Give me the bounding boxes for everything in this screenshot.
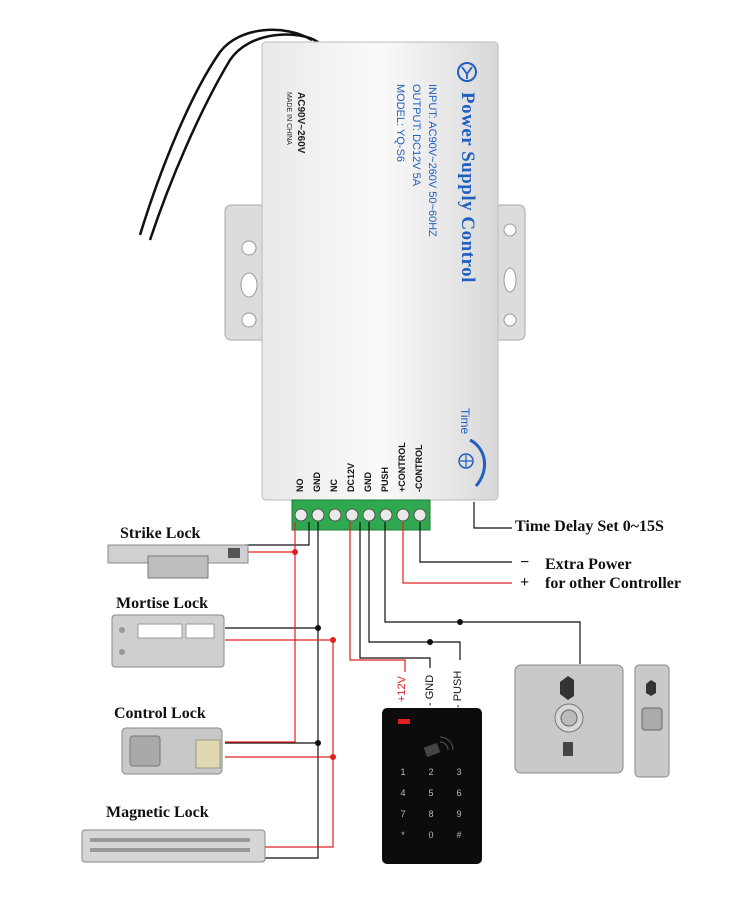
junction-dots: [292, 549, 463, 760]
keypad-key-7[interactable]: 8: [428, 809, 433, 819]
terminal-label-minus-control: -CONTROL: [414, 444, 424, 493]
extra-plus-sign: +: [520, 574, 530, 591]
keypad-key-3[interactable]: 4: [400, 788, 405, 798]
terminal-label-dc12v: DC12V: [346, 462, 356, 492]
magnetic-lock-label: Magnetic Lock: [106, 804, 209, 821]
ac-cables: [138, 28, 319, 241]
strike-lock-image: [107, 544, 249, 579]
keypad-key-11[interactable]: #: [456, 830, 461, 840]
wire-push-label: - PUSH: [452, 670, 464, 708]
exit-button-large[interactable]: [514, 664, 624, 774]
exit-button-slim[interactable]: [634, 664, 670, 778]
red-wires: [225, 522, 512, 848]
magnetic-lock-image: [81, 829, 266, 863]
black-wires: [225, 502, 581, 859]
keypad-key-8[interactable]: 9: [456, 809, 461, 819]
input-spec: INPUT: AC90V~260V 50~60HZ: [426, 84, 438, 237]
keypad-key-1[interactable]: 2: [428, 767, 433, 777]
terminal-label-plus-control: +CONTROL: [397, 442, 407, 492]
keypad-key-4[interactable]: 5: [428, 788, 433, 798]
wire-12v-label: +12V: [396, 676, 408, 702]
keypad-key-6[interactable]: 7: [400, 809, 405, 819]
extra-power-label: Extra Power: [545, 556, 632, 573]
model-spec: MODEL: YQ-S6: [394, 84, 406, 163]
wire-gnd-label: - GND: [424, 674, 436, 706]
output-spec: OUTPUT: DC12V 5A: [410, 84, 422, 187]
keypad-key-10[interactable]: 0: [428, 830, 433, 840]
control-lock-image: [121, 727, 223, 775]
terminal-label-push: PUSH: [380, 466, 390, 492]
terminal-label-nc: NC: [329, 479, 339, 492]
mortise-lock-image: [111, 614, 225, 668]
terminal-label-gnd: GND: [312, 472, 322, 492]
strike-lock-label: Strike Lock: [120, 525, 201, 542]
side-made: MADE IN CHINA: [285, 92, 292, 145]
keypad-keys: 1 2 3 4 5 6 7 8 9 * 0 #: [400, 767, 461, 840]
mortise-lock-label: Mortise Lock: [116, 595, 208, 612]
time-delay-label: Time Delay Set 0~15S: [515, 518, 664, 535]
keypad-device: [382, 708, 482, 864]
keypad-key-5[interactable]: 6: [456, 788, 461, 798]
keypad-key-9[interactable]: *: [401, 830, 405, 840]
other-controller-label: for other Controller: [545, 575, 681, 592]
time-label: Time: [458, 408, 472, 435]
keypad-key-0[interactable]: 1: [400, 767, 405, 777]
side-voltage: AC90V~260V: [295, 92, 306, 154]
control-lock-label: Control Lock: [114, 705, 206, 722]
brand-logo-icon: [457, 62, 477, 82]
terminal-label-no: NO: [295, 478, 305, 493]
brand-text: Power Supply Control: [457, 92, 478, 283]
terminal-label-gnd2: GND: [363, 472, 373, 492]
terminal-screws: [294, 508, 427, 522]
extra-minus-sign: −: [520, 554, 530, 571]
time-knob-icon[interactable]: [458, 453, 474, 469]
keypad-key-2[interactable]: 3: [456, 767, 461, 777]
